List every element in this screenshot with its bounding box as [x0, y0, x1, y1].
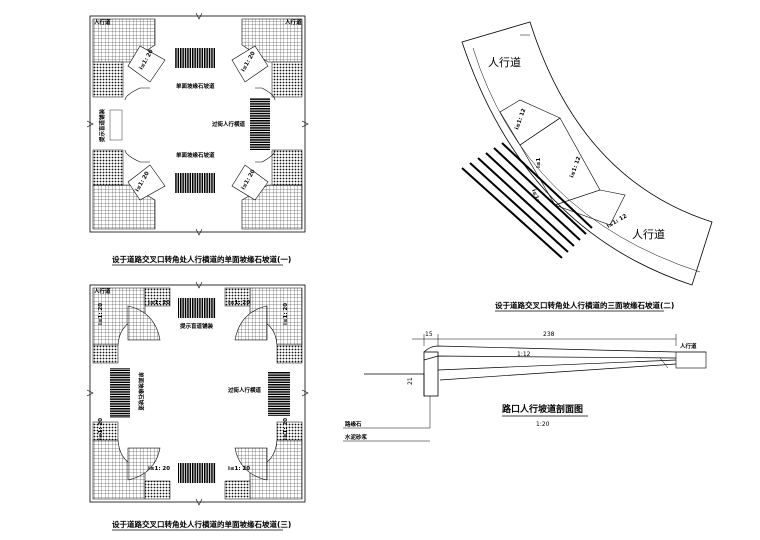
slope-bl: i≤1: 20 [148, 466, 170, 472]
slope-tr-side: i≤1: 20 [283, 303, 289, 325]
diagram-2-caption: 设于道路交叉口转角处人行横道的单面坡缘石坡道(三) [112, 519, 291, 529]
diagram-1-caption: 设于道路交叉口转角处人行横道的单面坡缘石坡道(一) [112, 254, 291, 264]
crosswalk-label: 过街人行横道 [228, 386, 262, 394]
mortar-callout: 水泥砂浆 [345, 433, 368, 441]
ramp-cross-section: 15 238 人行道 1:12 21 路缘石 水泥砂浆 路口人行坡道剖面图 1:… [343, 331, 707, 442]
slope-ratio: 1:12 [517, 351, 531, 358]
curb-marker: i≤1: [530, 189, 540, 203]
height-dim: 21 [407, 377, 414, 385]
diagram-3-three-slope-ramp: 人行道 人行道 i≤1: 12 i≤1 i≤1: 12 i≤1: 12 i≤1:… [461, 21, 713, 312]
slope-br-side: i≤1: 20 [283, 418, 289, 440]
slope-a: i≤1: 12 [514, 108, 527, 131]
sidewalk-label-tr: 人行道 [285, 18, 302, 26]
diagram-1-single-slope-ramp: 人行道 人行道 i≤1: 20 i≤1: 20 i≤1: 20 i≤1: 20 … [86, 12, 309, 266]
slope-tl: i≤1: 20 [148, 300, 170, 306]
section-scale: 1:20 [536, 421, 550, 428]
slope-d: i≤1: 12 [606, 213, 628, 229]
curb-ramp-label-top: 单面坡缘石坡道 [176, 82, 215, 90]
diagram-2-single-slope-ramp: 人行道 i≤1: 20 i≤1: 20 i≤1: 20 i≤1: 20 i≤1:… [86, 281, 309, 531]
slope-b: i≤1 [536, 158, 542, 168]
sidewalk-label-bottom: 人行道 [632, 227, 665, 241]
slope-bl-side: i≤1: 20 [98, 418, 104, 440]
curb-ramp-label-left: 单面坡缘石坡道 [137, 372, 145, 411]
slope-tl-side: i≤1: 20 [98, 303, 104, 325]
sidewalk-label-top: 人行道 [488, 55, 521, 69]
section-title: 路口人行坡道剖面图 [502, 403, 583, 415]
curb-ramp-label-mid: 单面坡缘石坡道 [176, 151, 215, 159]
slope-br: i≤1: 20 [228, 466, 250, 472]
crosswalk-label: 过街人行横道 [212, 120, 246, 128]
sidewalk-label: 人行道 [94, 287, 111, 295]
curb-callout: 路缘石 [345, 420, 362, 428]
diagram-3-caption: 设于道路交叉口转角处人行横道的三面坡缘石坡道(二) [495, 300, 674, 310]
tactile-strip-label: 提示盲道铺装 [180, 322, 214, 330]
sidewalk-label-tl: 人行道 [94, 18, 111, 26]
slope-c: i≤1: 12 [569, 156, 582, 179]
slope-tr: i≤1: 20 [228, 300, 250, 306]
section-sidewalk: 人行道 [680, 342, 697, 350]
dim-main: 238 [543, 331, 555, 338]
dim-left: 15 [425, 331, 433, 338]
tactile-strip-label: 提示盲道铺装 [98, 108, 106, 142]
